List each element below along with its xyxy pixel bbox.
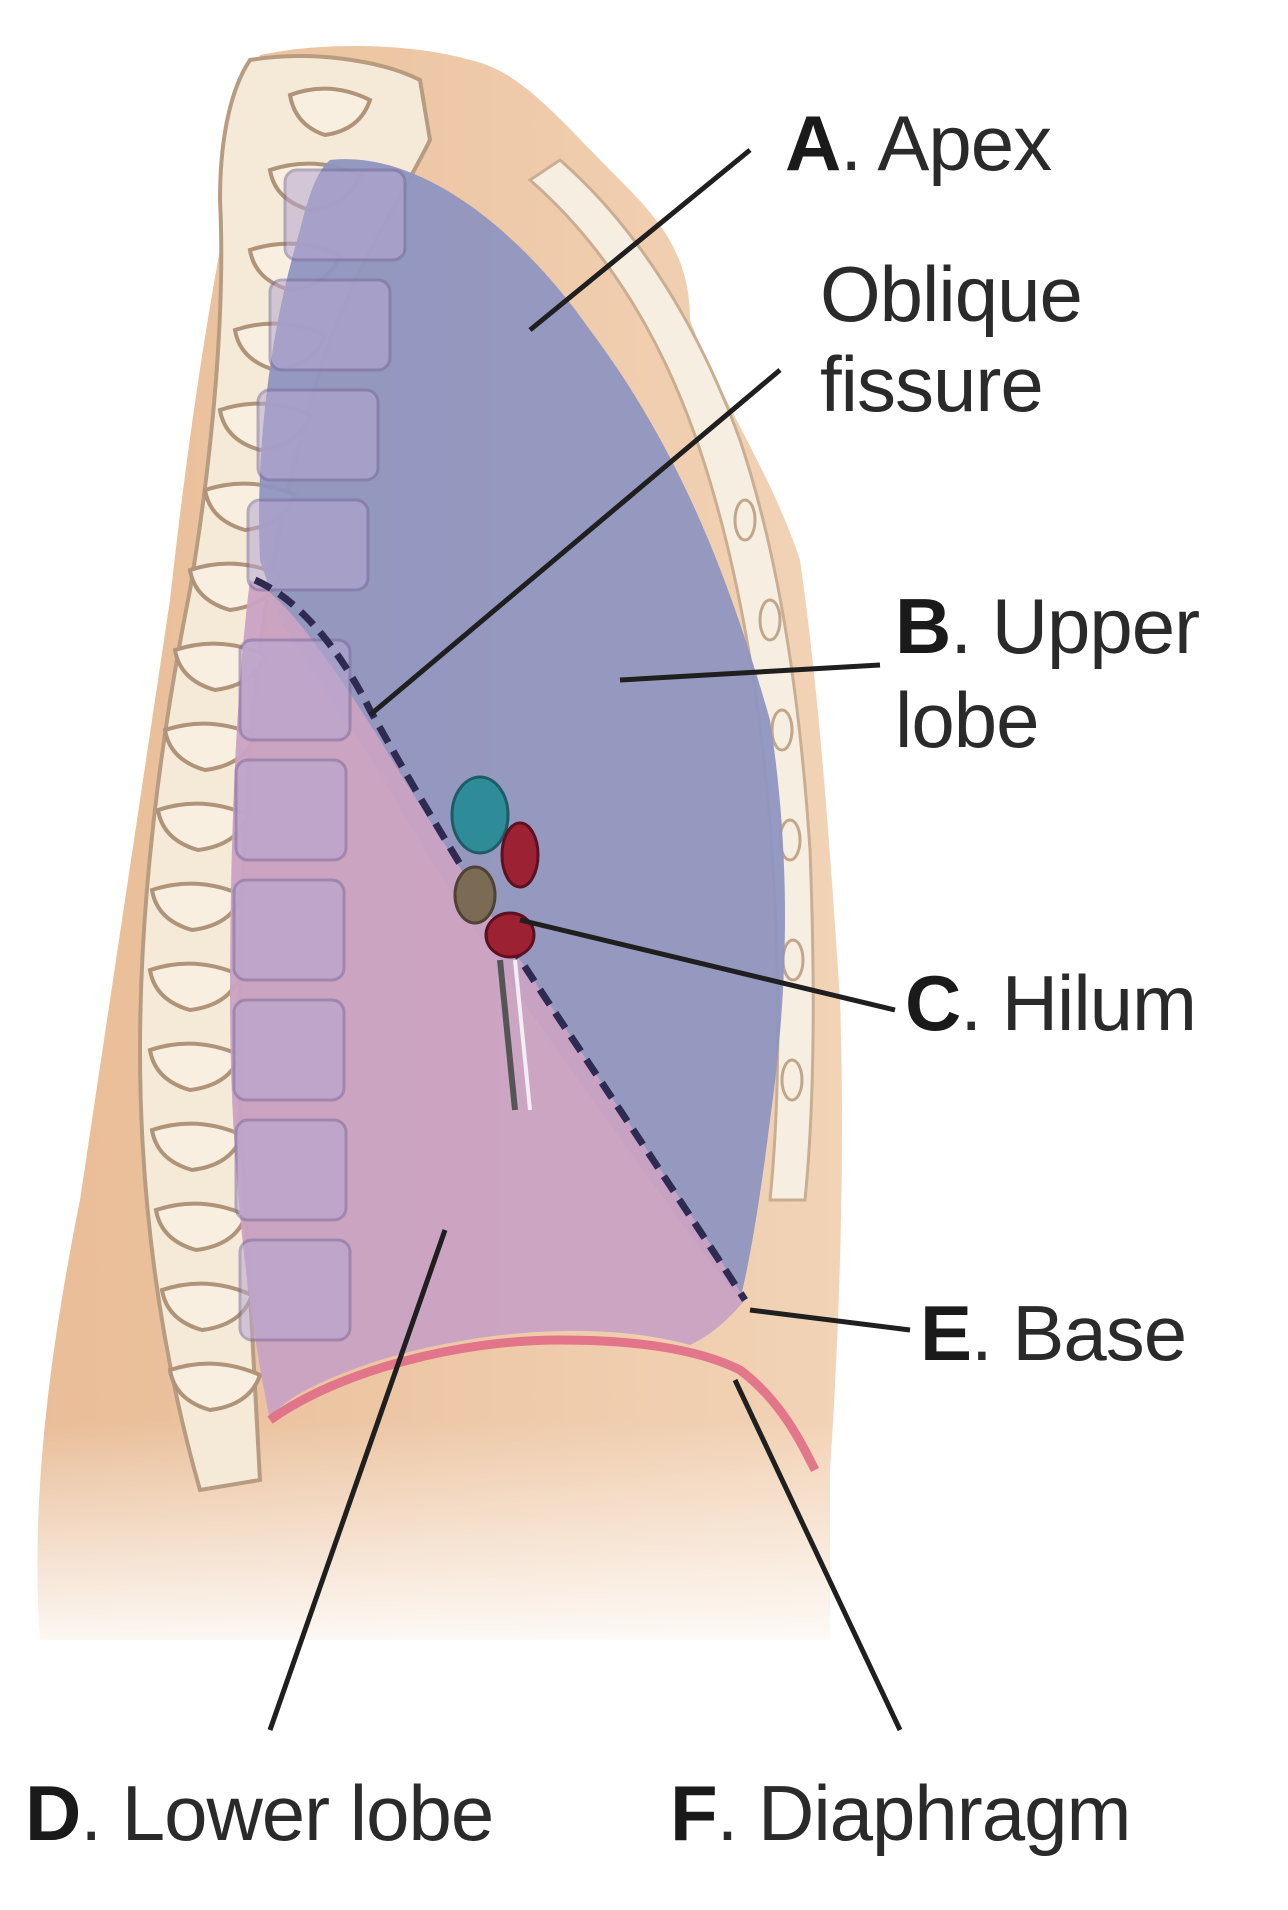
label-lower-lobe: D. Lower lobe: [25, 1769, 494, 1857]
leader-lines: [267, 148, 911, 1732]
label-upper-lobe: B. Upper lobe: [895, 582, 1200, 764]
label-oblique-fissure: Oblique fissure: [820, 250, 1083, 428]
upper-lobe-leader: [619, 662, 881, 683]
hilum-structures: [450, 775, 540, 1111]
label-diaphragm: F. Diaphragm: [670, 1769, 1132, 1857]
label-hilum: C. Hilum: [905, 959, 1197, 1047]
oblique-fissure-leader: [368, 368, 782, 717]
oblique-fissure-line: [253, 576, 748, 1302]
base-leader: [749, 1307, 911, 1333]
vertebral-bodies: [232, 168, 407, 1342]
lower-lobe: [230, 580, 745, 1420]
lower-lobe-leader: [267, 1229, 448, 1731]
label-base: E. Base: [920, 1289, 1187, 1377]
apex-leader: [528, 148, 752, 332]
label-apex: A. Apex: [785, 99, 1052, 187]
diaphragm-line: [267, 1335, 820, 1473]
diaphragm-leader: [732, 1378, 903, 1732]
rib-segments: [733, 498, 805, 1102]
upper-lobe: [259, 159, 785, 1300]
hilum-leader: [519, 917, 896, 1013]
